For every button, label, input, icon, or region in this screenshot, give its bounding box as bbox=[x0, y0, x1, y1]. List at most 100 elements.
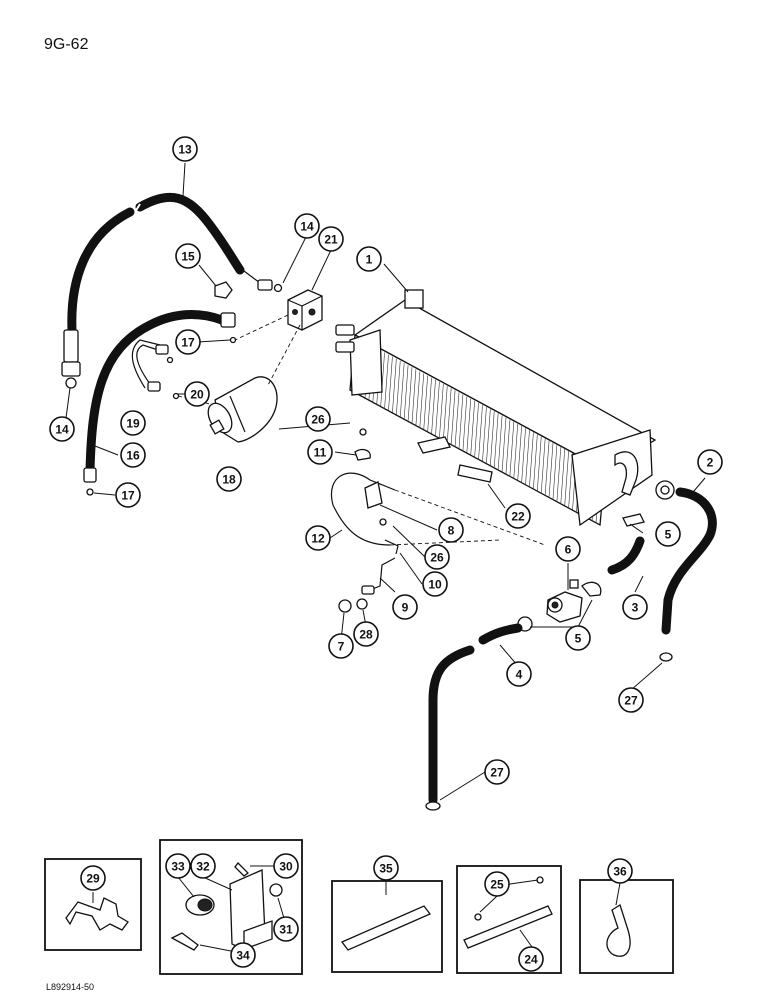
callout-circle bbox=[565, 625, 591, 651]
callout-label: 26 bbox=[311, 413, 325, 427]
fin-line bbox=[525, 430, 530, 486]
fin-line bbox=[423, 375, 428, 431]
line-19 bbox=[131, 339, 169, 392]
hose-16 bbox=[83, 310, 236, 496]
fin-line bbox=[486, 409, 491, 465]
fin-line bbox=[462, 396, 468, 452]
callout-circle bbox=[392, 594, 418, 620]
fin-line bbox=[529, 432, 534, 488]
inset-36 bbox=[579, 879, 674, 974]
hose-2 bbox=[659, 487, 717, 662]
callout-label: 22 bbox=[511, 510, 525, 524]
callout-label: 16 bbox=[126, 449, 140, 463]
callout-label: 21 bbox=[324, 233, 338, 247]
fin-line bbox=[521, 428, 526, 484]
callout-label: 36 bbox=[613, 865, 627, 879]
callout-label: 11 bbox=[314, 446, 327, 460]
callout-circle bbox=[622, 594, 648, 620]
expansion-valve-21 bbox=[287, 289, 323, 331]
strip-22 bbox=[417, 436, 493, 483]
callout-17b: 17 bbox=[115, 482, 141, 508]
fin-line bbox=[552, 444, 558, 500]
callout-24: 24 bbox=[518, 946, 544, 972]
callout-label: 12 bbox=[311, 532, 325, 546]
callout-30: 30 bbox=[273, 853, 299, 879]
core-assembly-1 bbox=[335, 289, 657, 527]
rod-9 bbox=[361, 557, 396, 595]
callout-label: 18 bbox=[222, 473, 236, 487]
fin-line bbox=[450, 390, 456, 446]
fin-line bbox=[482, 407, 487, 463]
fin-line bbox=[380, 352, 385, 408]
callout-label: 31 bbox=[279, 923, 293, 937]
hose-4 bbox=[425, 623, 523, 811]
callout-label: 7 bbox=[338, 640, 345, 654]
leader-lines bbox=[65, 162, 706, 801]
callout-label: 3 bbox=[632, 601, 639, 615]
callout-32: 32 bbox=[190, 853, 216, 879]
callout-circle bbox=[49, 416, 75, 442]
clamp-5-mid bbox=[622, 513, 645, 527]
fin-line bbox=[466, 398, 472, 454]
clamp-5-right bbox=[655, 480, 675, 500]
callout-label: 2 bbox=[707, 456, 714, 470]
receiver-drier-18 bbox=[207, 376, 278, 443]
callout-circle bbox=[607, 858, 633, 884]
fin-line bbox=[556, 446, 562, 503]
callout-9: 9 bbox=[392, 594, 418, 620]
fin-line bbox=[517, 425, 522, 482]
nut-7 bbox=[338, 599, 352, 613]
callout-label: 26 bbox=[430, 551, 444, 565]
callout-2: 2 bbox=[697, 449, 723, 475]
callout-circle bbox=[618, 687, 644, 713]
callout-label: 30 bbox=[279, 860, 293, 874]
control-cable-12 bbox=[330, 472, 546, 546]
callout-circle bbox=[422, 571, 448, 597]
callout-4: 4 bbox=[506, 661, 532, 687]
callout-1: 1 bbox=[356, 246, 382, 272]
hose-13 bbox=[61, 192, 263, 389]
page-number: 9G-62 bbox=[44, 36, 89, 53]
hose-3 bbox=[607, 536, 645, 575]
callout-29: 29 bbox=[80, 865, 106, 891]
callout-circle bbox=[305, 525, 331, 551]
callout-15: 15 bbox=[175, 243, 201, 269]
inset-29 bbox=[44, 858, 142, 951]
fitting-15 bbox=[214, 281, 233, 299]
callout-label: 9 bbox=[402, 601, 409, 615]
guide-line-a bbox=[234, 314, 289, 341]
callout-7: 7 bbox=[328, 633, 354, 659]
fin-line bbox=[446, 388, 452, 444]
callout-8: 8 bbox=[438, 517, 464, 543]
callout-label: 27 bbox=[490, 766, 504, 780]
callout-circle bbox=[172, 136, 198, 162]
fin-line bbox=[478, 404, 483, 461]
fin-line bbox=[431, 379, 436, 435]
callout-circle bbox=[305, 406, 331, 432]
callout-26a: 26 bbox=[305, 406, 331, 432]
callout-label: 4 bbox=[516, 668, 523, 682]
callout-circle bbox=[307, 439, 333, 465]
callout-circle bbox=[120, 442, 146, 468]
callout-label: 27 bbox=[624, 694, 638, 708]
callout-5a: 5 bbox=[655, 521, 681, 547]
callout-label: 24 bbox=[524, 953, 538, 967]
callout-circle bbox=[165, 853, 191, 879]
fin-line bbox=[533, 434, 538, 490]
fin-line bbox=[509, 421, 515, 477]
callout-circle bbox=[294, 213, 320, 239]
callout-28: 28 bbox=[353, 621, 379, 647]
callout-circle bbox=[273, 916, 299, 942]
fitting-14-upper bbox=[257, 279, 283, 293]
fin-line bbox=[419, 373, 425, 429]
washer-28 bbox=[356, 598, 368, 610]
callout-circle bbox=[120, 410, 146, 436]
callout-label: 20 bbox=[190, 388, 204, 402]
callout-circle bbox=[80, 865, 106, 891]
callout-11: 11 bbox=[307, 439, 333, 465]
clip-11 bbox=[354, 448, 371, 461]
callout-circle bbox=[373, 855, 399, 881]
callout-circle bbox=[484, 871, 510, 897]
callout-label: 25 bbox=[490, 878, 504, 892]
callout-label: 6 bbox=[565, 543, 572, 557]
